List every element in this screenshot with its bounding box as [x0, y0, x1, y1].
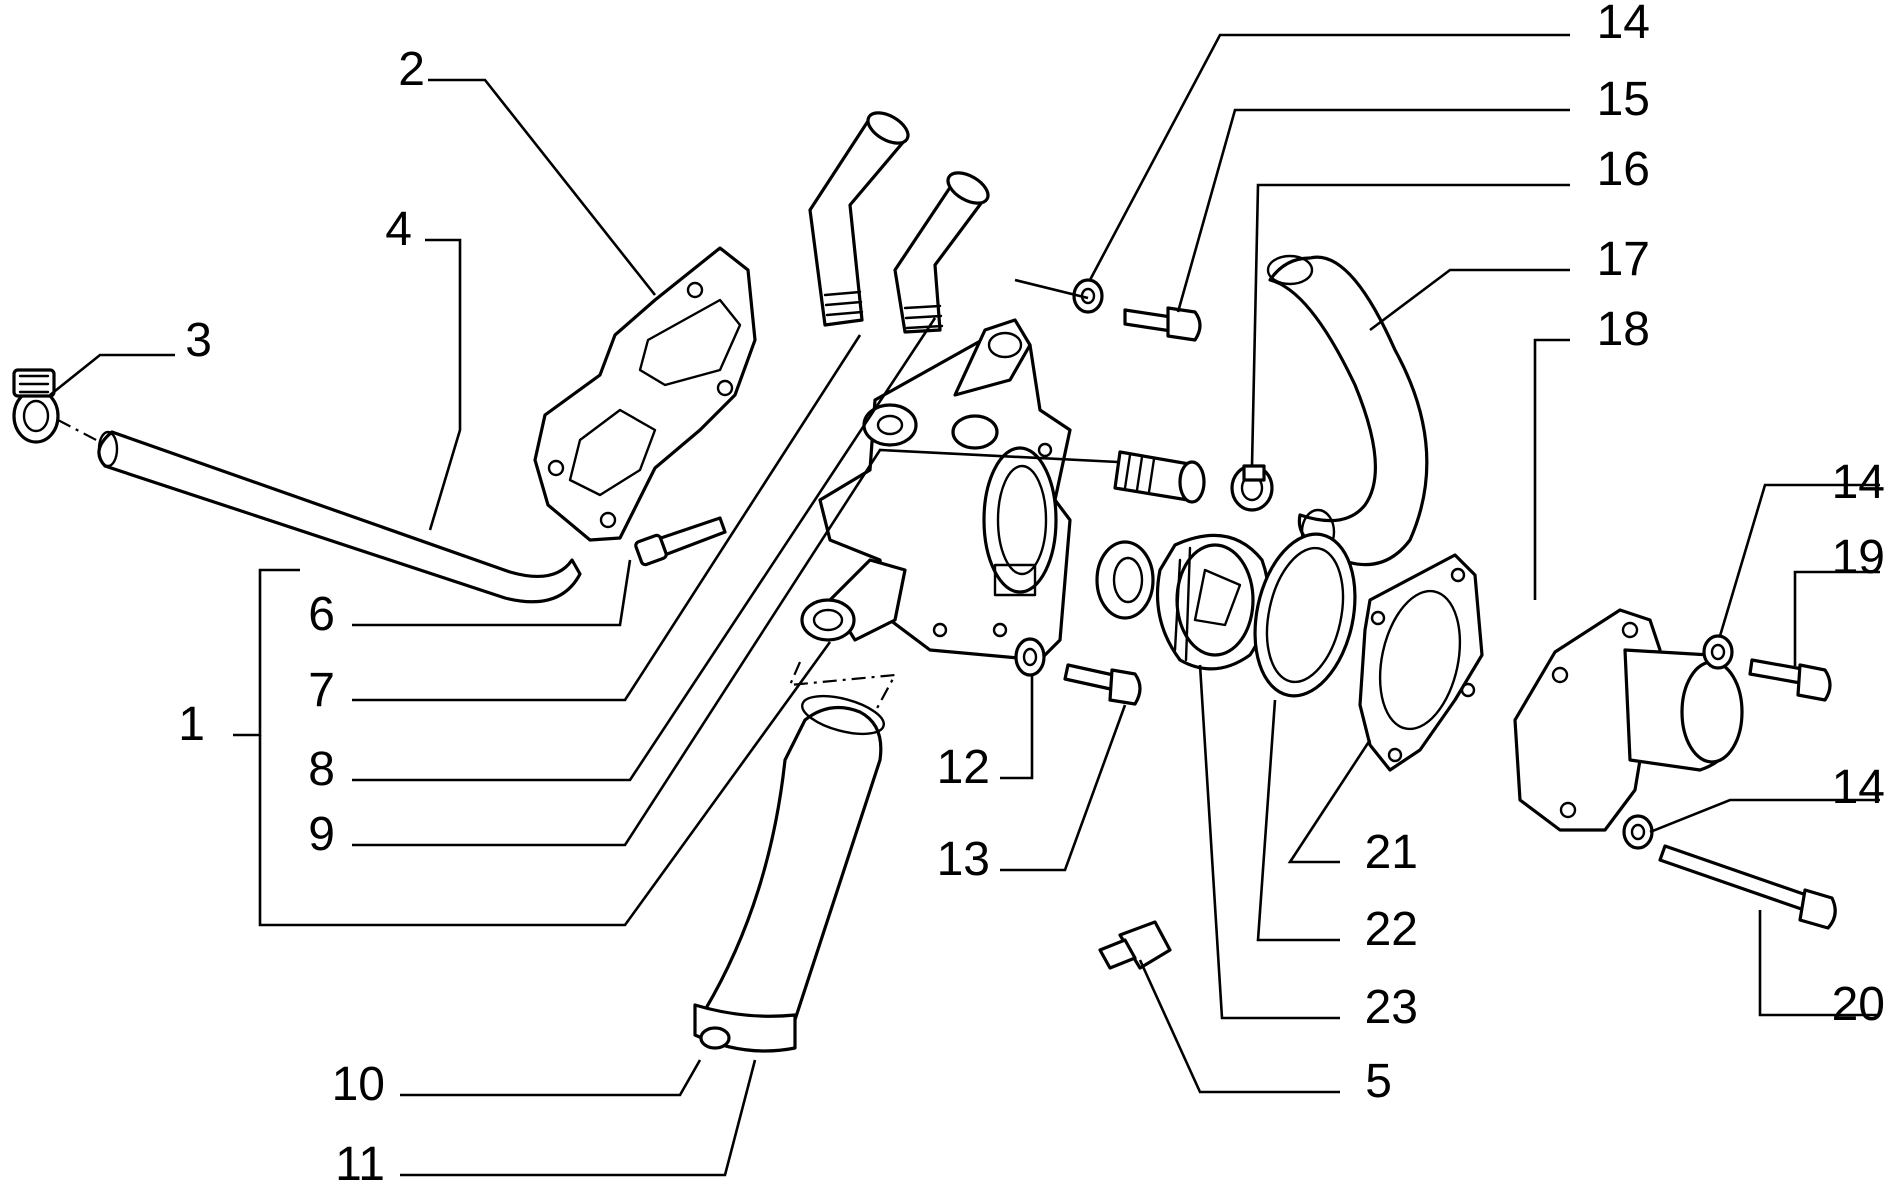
curved-hose — [1266, 254, 1429, 567]
gasket-flange — [1358, 553, 1484, 772]
assembly-line-housing — [788, 661, 897, 713]
callout-23: 23 — [1365, 981, 1418, 1034]
bolt-left — [634, 516, 727, 567]
callout-8: 8 — [308, 743, 335, 796]
lower-hose-clamp — [693, 1003, 797, 1053]
callout-6: 6 — [308, 588, 335, 641]
callout-15: 15 — [1597, 73, 1650, 126]
callout-18: 18 — [1597, 303, 1650, 356]
leader-lines — [49, 33, 1880, 1177]
washer-small — [1014, 637, 1046, 677]
callout-10: 10 — [332, 1058, 385, 1111]
callout-2: 2 — [398, 43, 425, 96]
callout-4: 4 — [385, 203, 412, 256]
callout-13: 13 — [937, 833, 990, 886]
callout-5: 5 — [1365, 1055, 1392, 1108]
callout-16: 16 — [1597, 143, 1650, 196]
callout-14-right: 14 — [1832, 456, 1885, 509]
washer-lower-right — [1622, 814, 1654, 850]
bolt-middle — [1063, 663, 1142, 706]
washer-right — [1702, 634, 1734, 670]
temperature-sensor — [1098, 920, 1172, 970]
elbow-pipe-front — [893, 171, 990, 334]
spring-clamp — [1230, 464, 1274, 512]
pipe-nipple — [1113, 450, 1206, 504]
callout-9: 9 — [308, 808, 335, 861]
callout-14-top: 14 — [1597, 0, 1650, 49]
callout-22: 22 — [1365, 903, 1418, 956]
thermostat-housing — [800, 318, 1072, 662]
callout-11: 11 — [335, 1138, 385, 1187]
long-bent-hose — [97, 430, 582, 604]
callout-3: 3 — [185, 314, 212, 367]
o-ring — [1253, 532, 1357, 698]
callout-14-lower: 14 — [1832, 761, 1885, 814]
gasket-plate — [533, 246, 757, 542]
callout-12: 12 — [937, 741, 990, 794]
lower-hose — [703, 694, 885, 1037]
callout-21: 21 — [1365, 826, 1418, 879]
thermostat — [1095, 533, 1271, 671]
callout-1: 1 — [178, 698, 205, 751]
callout-20: 20 — [1832, 978, 1885, 1031]
hose-clamp-left — [12, 368, 60, 444]
callout-7: 7 — [308, 664, 335, 717]
assembly-line-clamp — [57, 419, 101, 443]
bolt-right — [1748, 658, 1832, 702]
bolt-top — [1123, 306, 1202, 342]
long-bolt — [1658, 844, 1837, 930]
callout-17: 17 — [1597, 233, 1650, 286]
callout-19: 19 — [1832, 531, 1885, 584]
elbow-pipe-rear — [808, 111, 910, 327]
